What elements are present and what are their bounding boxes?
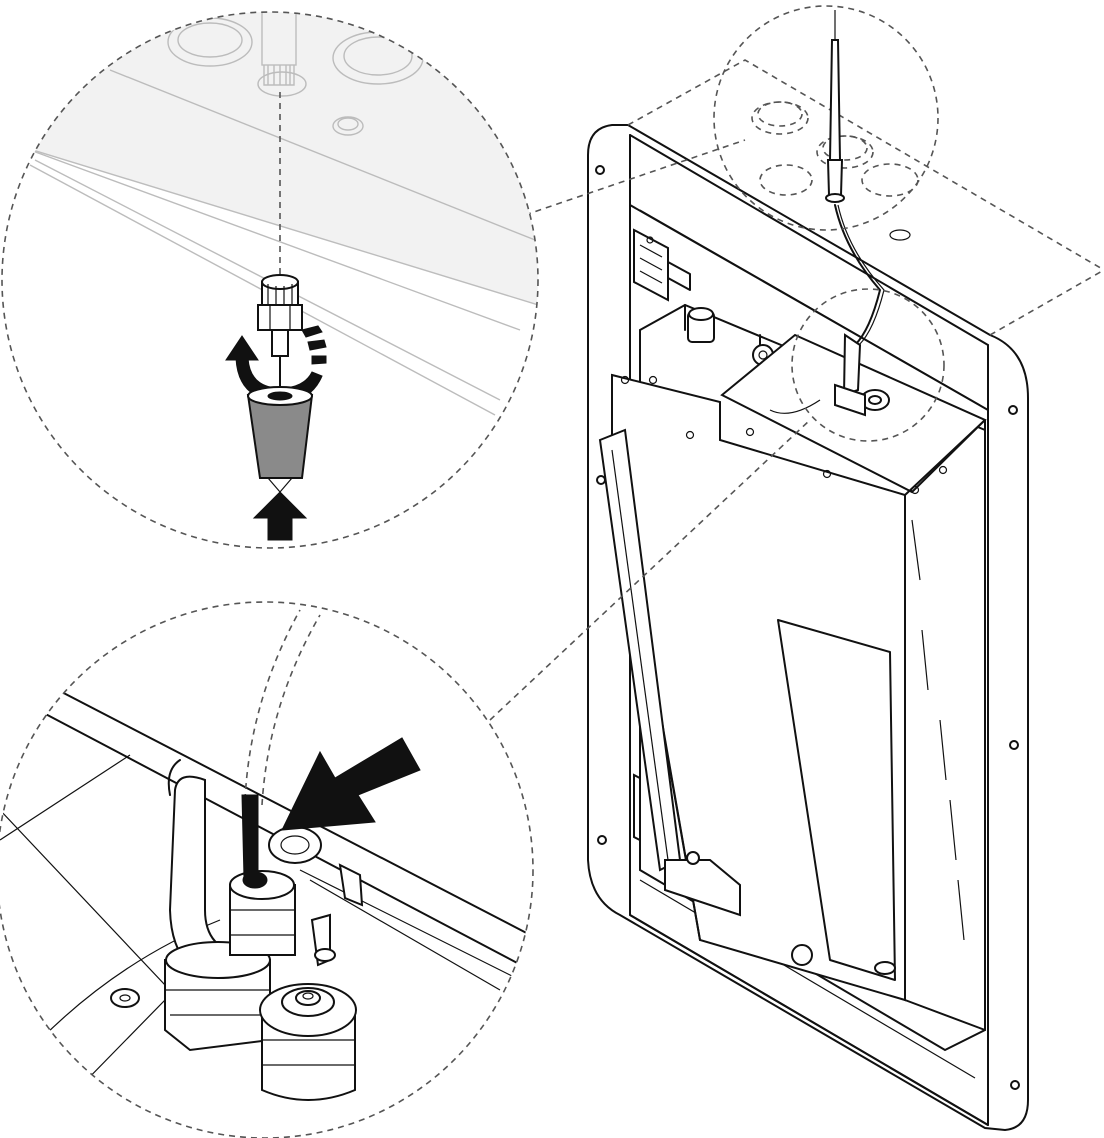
screw-hole-icon bbox=[1008, 405, 1018, 415]
hinge-top bbox=[633, 228, 691, 302]
screw-hole-icon bbox=[1009, 740, 1019, 750]
screw-hole-icon bbox=[1010, 1080, 1020, 1090]
leader-line-top bbox=[524, 139, 746, 216]
screw-hole-icon bbox=[596, 475, 606, 485]
leader-line-bottom bbox=[489, 419, 811, 721]
antenna-icon bbox=[825, 10, 845, 203]
antenna-connection-detail bbox=[1, 11, 539, 549]
gland-detail-callout bbox=[791, 288, 945, 442]
up-arrow-icon bbox=[252, 491, 308, 541]
screw-hole-icon bbox=[595, 165, 605, 175]
screw-hole-icon bbox=[597, 835, 607, 845]
antenna-detail-callout bbox=[627, 5, 1104, 336]
cable-gland-detail bbox=[0, 601, 534, 1138]
door-panel bbox=[598, 333, 987, 1031]
antenna-connector-icon bbox=[259, 983, 357, 1101]
pointer-arrow-icon bbox=[281, 737, 421, 831]
